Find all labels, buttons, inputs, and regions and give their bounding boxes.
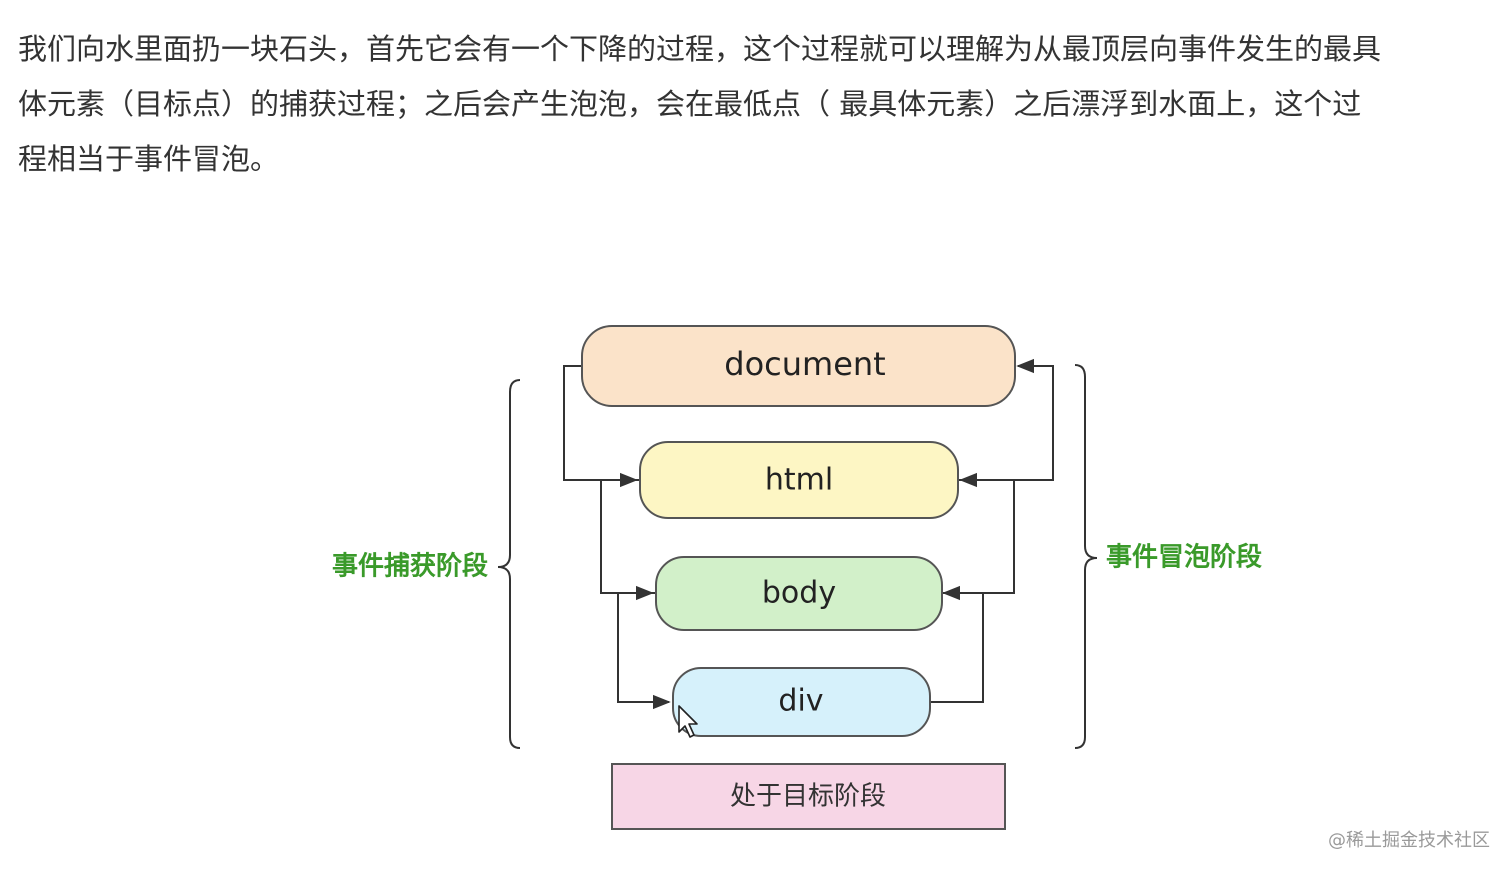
capture-connectors [563,365,671,710]
node-document: document [581,325,1016,407]
node-html-label: html [765,463,833,498]
bubble-connectors [930,358,1054,703]
intro-paragraph: 我们向水里面扔一块石头，首先它会有一个下降的过程，这个过程就可以理解为从最顶层向… [18,22,1498,187]
paragraph-line-2: 体元素（目标点）的捕获过程；之后会产生泡泡，会在最低点（ 最具体元素）之后漂浮到… [18,87,1362,121]
node-body-label: body [762,576,836,611]
node-body: body [655,556,943,631]
node-html: html [639,441,959,519]
paragraph-line-3: 程相当于事件冒泡。 [18,142,280,176]
target-phase-label: 处于目标阶段 [730,782,886,812]
watermark: @稀土掘金技术社区 [1328,830,1490,851]
capture-phase-label: 事件捕获阶段 [332,551,488,582]
node-document-label: document [724,345,885,383]
mouse-pointer-icon [678,705,698,738]
capture-brace [497,379,521,749]
node-div: div [672,667,931,737]
node-div-label: div [778,684,823,719]
bubble-brace [1074,364,1098,749]
bubble-phase-label: 事件冒泡阶段 [1106,542,1262,573]
paragraph-line-1: 我们向水里面扔一块石头，首先它会有一个下降的过程，这个过程就可以理解为从最顶层向… [18,32,1382,66]
target-phase-box: 处于目标阶段 [611,763,1006,830]
